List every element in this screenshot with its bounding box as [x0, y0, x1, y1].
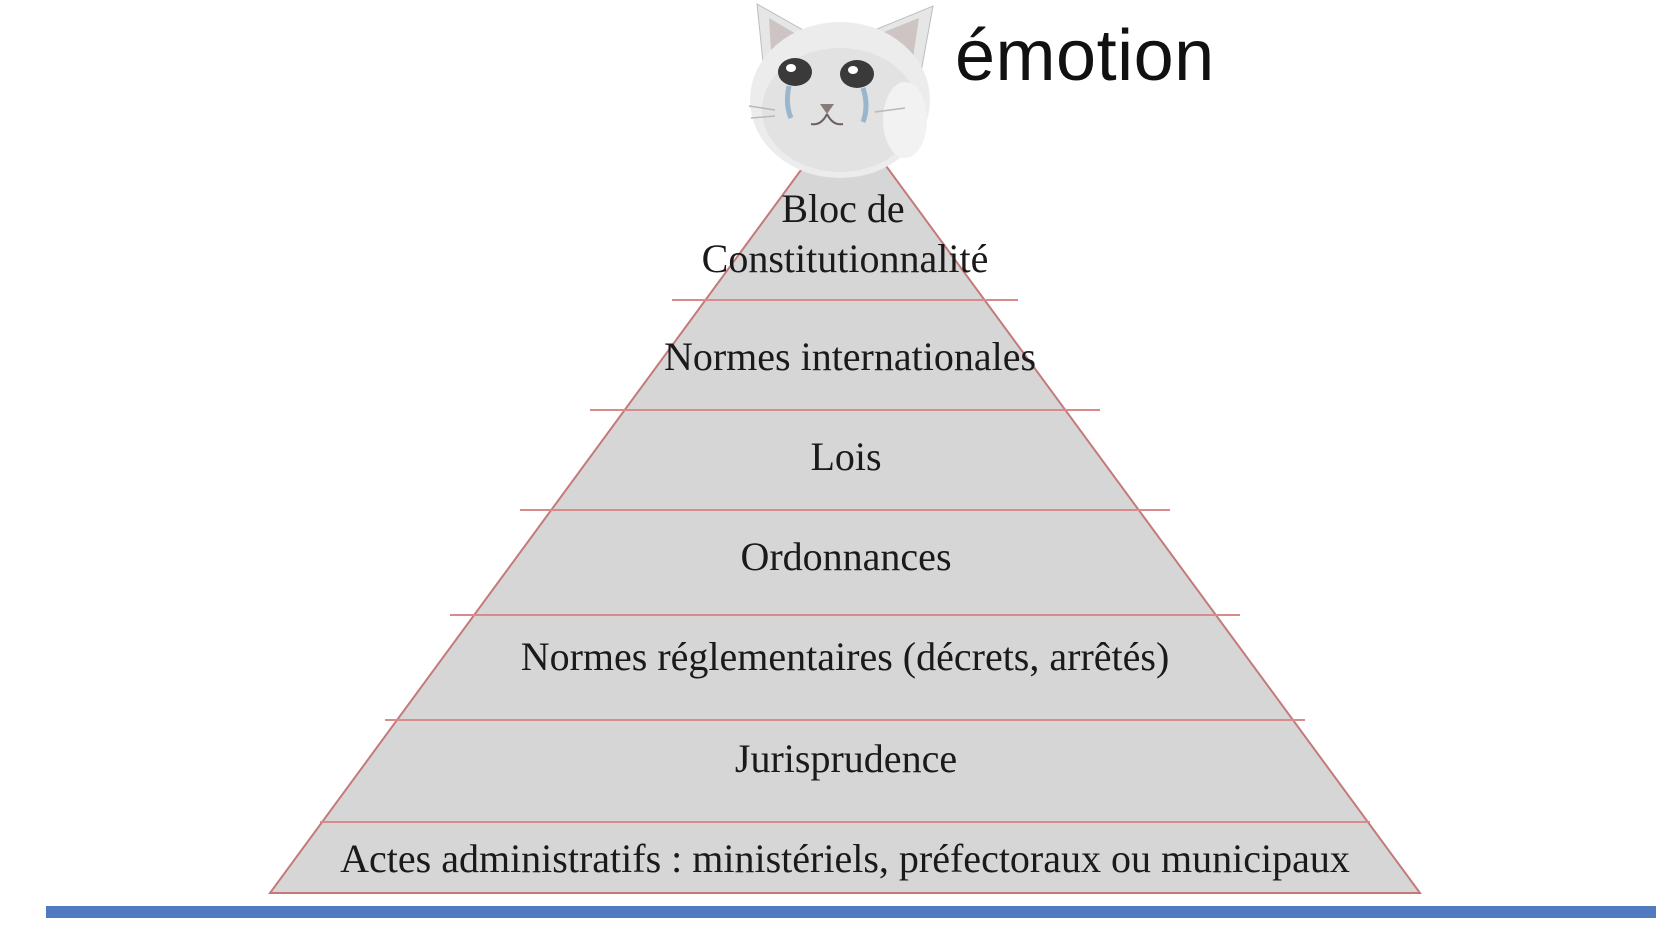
layer-label: Ordonnances	[740, 534, 951, 579]
layer-label: Bloc de	[781, 186, 904, 231]
layer-label: Actes administratifs : ministériels, pré…	[340, 836, 1350, 881]
layer-5: Normes réglementaires (décrets, arrêtés)	[521, 634, 1170, 679]
layer-2: Normes internationales	[664, 334, 1036, 379]
pyramid-outline	[268, 108, 1422, 894]
layer-4: Ordonnances	[740, 534, 951, 579]
layer-6: Jurisprudence	[735, 736, 957, 781]
layer-label: Constitutionnalité	[702, 236, 989, 281]
layer-3: Lois	[810, 434, 881, 479]
crying-cat-icon	[748, 3, 934, 178]
layer-1: Bloc de Constitutionnalité	[702, 186, 989, 281]
layer-label: Lois	[810, 434, 881, 479]
layer-label: Normes réglementaires (décrets, arrêtés)	[521, 634, 1170, 679]
layer-label: Jurisprudence	[735, 736, 957, 781]
layer-7: Actes administratifs : ministériels, pré…	[340, 836, 1350, 881]
layer-label: Normes internationales	[664, 334, 1036, 379]
bottom-accent-bar	[46, 906, 1656, 918]
emotion-caption: émotion	[955, 16, 1215, 96]
